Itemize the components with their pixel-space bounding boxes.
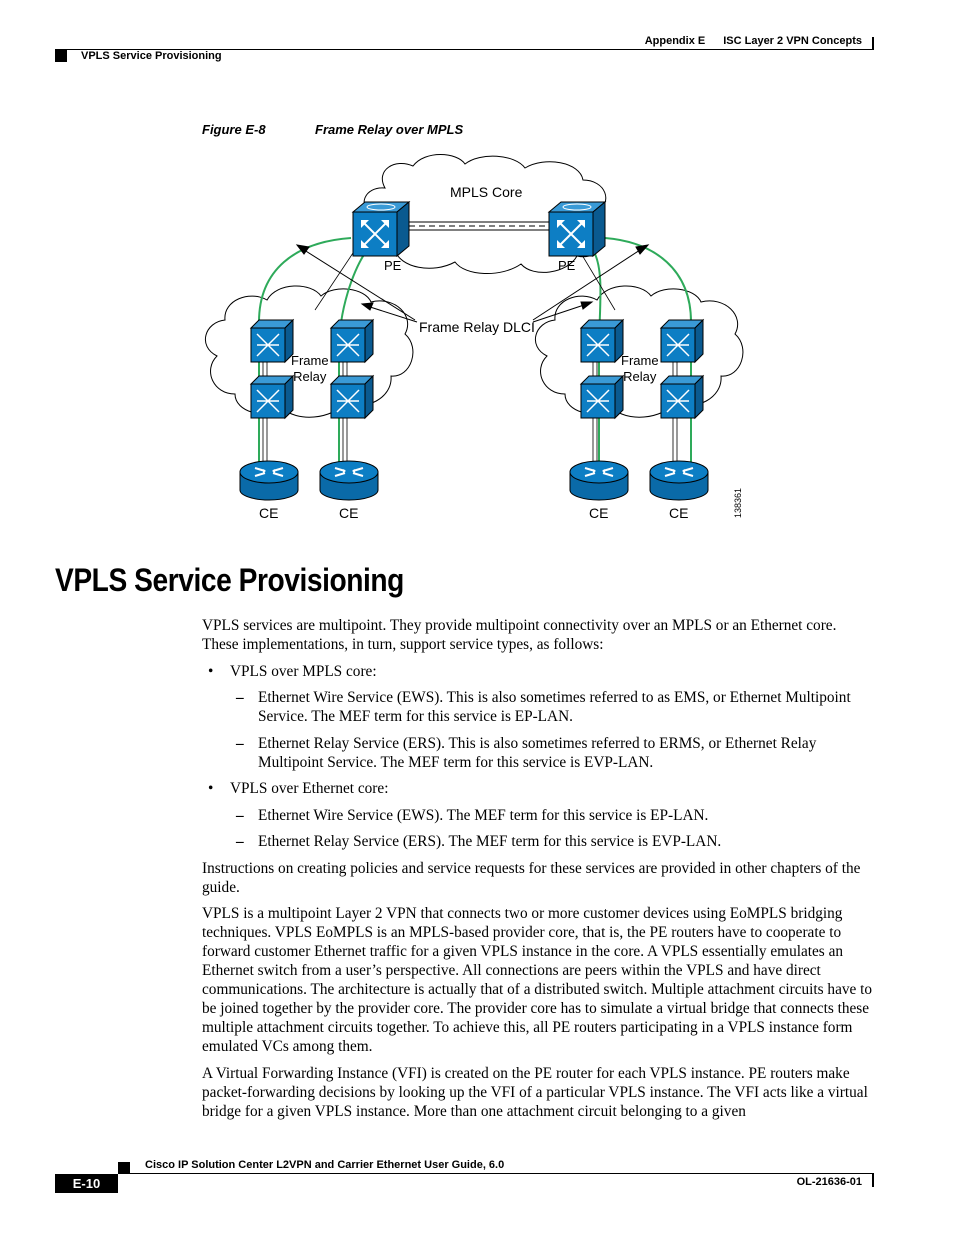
frame-relay-right-line1: Frame [621,353,659,368]
dash-ers-mpls: Ethernet Relay Service (ERS). This is al… [202,734,874,772]
ce-router-2 [319,460,379,501]
appendix-label: Appendix E [644,35,706,47]
fr-switch-r1 [579,318,625,364]
page-number: E-10 [55,1174,118,1193]
vpls-paragraph: VPLS is a multipoint Layer 2 VPN that co… [202,905,873,1055]
ce-router-3 [569,460,629,501]
fr-switch-l3 [249,374,295,420]
figure-id: 138361 [733,487,743,518]
section-header: VPLS Service Provisioning [81,50,222,62]
pe-router-right [547,200,607,258]
fr-switch-l4 [329,374,375,420]
frame-relay-left-label: Frame Relay [291,353,329,385]
vfi-paragraph: A Virtual Forwarding Instance (VFI) is c… [202,1064,868,1120]
ce-router-1 [239,460,299,501]
footer-bar [872,1174,874,1187]
section-heading: VPLS Service Provisioning [55,562,404,598]
bullet-vpls-mpls: VPLS over MPLS core: [202,662,874,681]
fr-switch-l2 [329,318,375,364]
figure-number: Figure E-8 [202,122,266,137]
green-link-left-outer [258,237,352,472]
dlci-arrows [295,244,650,323]
figure-title: Frame Relay over MPLS [315,122,464,137]
footer-marker [118,1162,130,1174]
instructions-paragraph: Instructions on creating policies and se… [202,859,861,896]
document-number: OL-21636-01 [796,1176,862,1188]
ce-label-4: CE [669,505,689,521]
footer-rule [118,1173,874,1174]
green-link-right-outer [604,237,692,472]
dash-ews-mpls: Ethernet Wire Service (EWS). This is als… [202,688,874,726]
dash-ers-ethernet: Ethernet Relay Service (ERS). The MEF te… [202,832,874,851]
body-text: VPLS services are multipoint. They provi… [202,616,874,1128]
pseudowire [409,221,549,231]
pe-left-label: PE [384,258,402,273]
running-header: Appendix E ISC Layer 2 VPN Concepts [600,35,862,47]
frame-relay-dlci-label: Frame Relay DLCI [419,319,535,335]
header-bar [872,37,874,50]
fr-switch-r4 [659,374,705,420]
pe-router-left [351,200,411,258]
header-rule [55,49,874,50]
fr-switch-r2 [659,318,705,364]
fr-switch-r3 [579,374,625,420]
ce-router-4 [649,460,709,501]
frame-relay-cloud-right [535,285,744,418]
diagram-svg [205,154,744,501]
chapter-title: ISC Layer 2 VPN Concepts [723,35,862,47]
bullet-vpls-ethernet: VPLS over Ethernet core: [202,779,874,798]
frame-relay-cloud-left [205,285,414,418]
mpls-core-label: MPLS Core [450,184,523,200]
fr-switch-l1 [249,318,295,364]
ce-label-3: CE [589,505,609,521]
intro-paragraph: VPLS services are multipoint. They provi… [202,617,837,653]
frame-relay-right-line2: Relay [623,369,657,384]
pe-right-label: PE [558,258,576,273]
header-marker [55,50,67,62]
frame-relay-left-line2: Relay [293,369,327,384]
frame-relay-over-mpls-diagram: MPLS Core PE PE Frame Relay DLCI Frame R… [195,150,755,530]
dash-ews-ethernet: Ethernet Wire Service (EWS). The MEF ter… [202,806,874,825]
ce-label-1: CE [259,505,279,521]
figure-caption: Figure E-8 Frame Relay over MPLS [202,122,463,137]
ce-label-2: CE [339,505,359,521]
footer-guide-title: Cisco IP Solution Center L2VPN and Carri… [145,1159,505,1171]
frame-relay-left-line1: Frame [291,353,329,368]
frame-relay-right-label: Frame Relay [621,353,659,385]
